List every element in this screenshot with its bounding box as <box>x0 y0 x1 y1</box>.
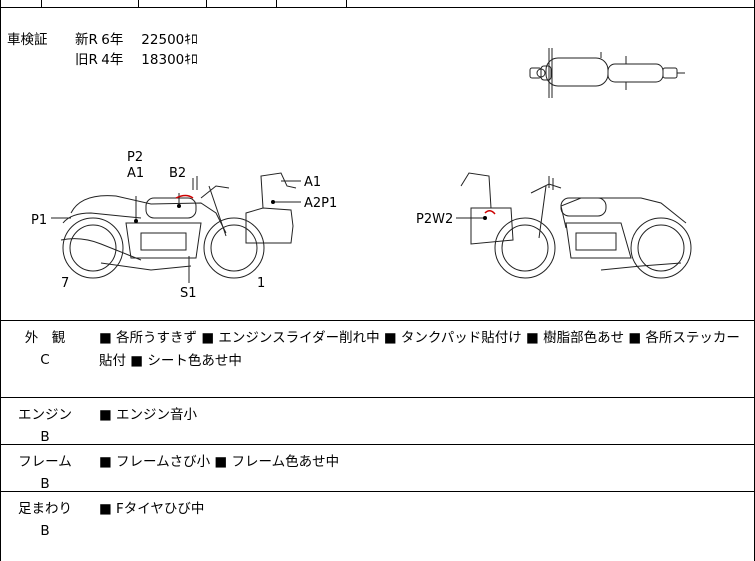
top-cell <box>1 0 42 7</box>
section-category: エンジン B <box>15 404 75 448</box>
top-cell <box>276 0 347 7</box>
top-view-motorcycle <box>529 48 685 98</box>
shaken-label: 車検証 <box>7 32 48 48</box>
section-description: ■ フレームさび小 ■ フレーム色あせ中 <box>99 454 340 470</box>
section-category: 外 観 C <box>15 327 75 371</box>
category-name: フレーム <box>18 454 72 470</box>
top-table-strip <box>1 0 754 8</box>
category-name: 外 観 <box>24 330 66 346</box>
label-7: 7 <box>61 276 69 291</box>
category-grade: B <box>40 523 50 539</box>
label-p1: P1 <box>31 213 47 228</box>
section-engine: エンジン B ■ エンジン音小 <box>1 398 754 445</box>
red-damage-mark <box>484 210 496 215</box>
label-1: 1 <box>257 276 265 291</box>
section-description: ■ Fタイヤひび中 <box>99 501 205 517</box>
section-category: 足まわり B <box>15 498 75 542</box>
top-cell <box>206 0 277 7</box>
shaken-info: 車検証 新R 6年 22500ｷﾛ 旧R 4年 18300ｷﾛ <box>7 30 198 70</box>
label-s1: S1 <box>180 286 197 301</box>
shaken-years: 4年 <box>101 52 124 68</box>
section-description: ■ 各所うすきず ■ エンジンスライダー削れ中 ■ タンクパッド貼付け ■ 樹脂… <box>99 330 740 369</box>
red-damage-mark <box>175 194 194 199</box>
left-view-motorcycle <box>60 172 297 279</box>
damage-point <box>271 200 275 204</box>
category-grade: B <box>40 476 50 492</box>
section-category: フレーム B <box>15 451 75 495</box>
label-b2: B2 <box>169 166 186 181</box>
right-view-motorcycle <box>460 172 692 279</box>
label-p2: P2 <box>127 150 143 165</box>
label-a1-right: A1 <box>304 175 321 190</box>
category-grade: C <box>40 352 50 368</box>
section-frame: フレーム B ■ フレームさび小 ■ フレーム色あせ中 <box>1 445 754 492</box>
section-description: ■ エンジン音小 <box>99 407 198 423</box>
top-cell <box>41 0 139 7</box>
category-grade: B <box>40 429 50 445</box>
category-name: エンジン <box>18 407 72 423</box>
label-a2p1: A2P1 <box>304 196 337 211</box>
damage-point <box>134 219 138 223</box>
motorcycle-diagrams: P2 A1 B2 P1 7 S1 1 A1 A2P1 P2W2 <box>31 48 692 301</box>
shaken-amount: 22500ｷﾛ <box>141 32 198 48</box>
shaken-type: 旧R <box>75 52 98 68</box>
damage-diagram-panel: 車検証 新R 6年 22500ｷﾛ 旧R 4年 18300ｷﾛ <box>1 8 754 321</box>
shaken-amount: 18300ｷﾛ <box>141 52 198 68</box>
section-suspension: 足まわり B ■ Fタイヤひび中 <box>1 492 754 561</box>
damage-point <box>483 216 487 220</box>
section-exterior: 外 観 C ■ 各所うすきず ■ エンジンスライダー削れ中 ■ タンクパッド貼付… <box>1 321 754 398</box>
shaken-years: 6年 <box>101 32 124 48</box>
top-cell <box>138 0 207 7</box>
category-name: 足まわり <box>18 501 72 517</box>
shaken-type: 新R <box>75 32 98 48</box>
damage-point <box>177 204 181 208</box>
label-p2w2: P2W2 <box>416 212 453 227</box>
label-a1-left: A1 <box>127 166 144 181</box>
